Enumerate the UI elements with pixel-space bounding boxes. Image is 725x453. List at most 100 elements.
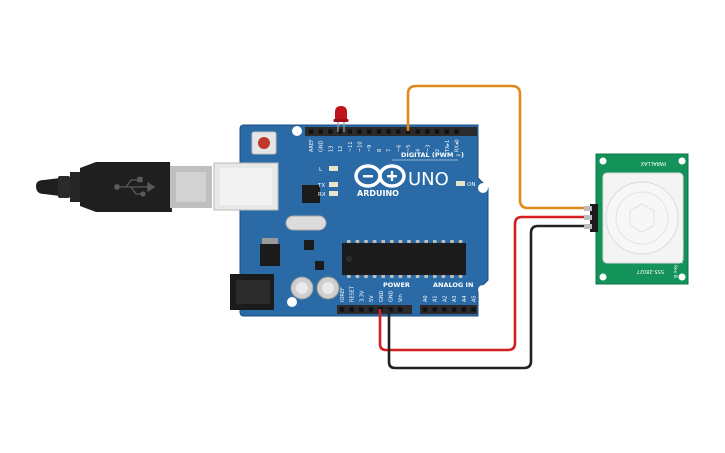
chip-leg: [433, 275, 437, 278]
pin-label: 8: [377, 149, 383, 152]
pin-label: GND: [389, 290, 395, 302]
pin-label: RESET: [350, 285, 356, 302]
header-pin[interactable]: [415, 129, 420, 134]
ground-wire[interactable]: [387, 224, 596, 370]
regulator-tab: [262, 238, 278, 244]
chip-leg: [407, 240, 411, 243]
chip-pins-top: [347, 240, 463, 243]
sensor-mount-hole: [678, 273, 686, 281]
chip-leg: [347, 240, 351, 243]
led-rx: [329, 191, 338, 196]
header-pin[interactable]: [318, 129, 323, 134]
power-wire[interactable]: [378, 215, 596, 352]
header-pin[interactable]: [328, 129, 333, 134]
red-led[interactable]: [333, 106, 349, 132]
header-pin[interactable]: [425, 129, 430, 134]
pin-label: 3.3V: [359, 290, 365, 302]
arduino-logo-icon: [354, 164, 406, 188]
header-pin[interactable]: [388, 307, 393, 312]
header-pin[interactable]: [454, 129, 459, 134]
pin-label: 4: [416, 149, 422, 152]
pin-label: IOREF: [340, 287, 346, 302]
header-pin[interactable]: [405, 129, 411, 134]
led-body: [335, 106, 347, 121]
chip-pins-bottom: [347, 275, 463, 278]
arduino-logo-text: ARDUINO: [357, 189, 399, 198]
header-pin[interactable]: [347, 129, 352, 134]
header-pin[interactable]: [359, 307, 364, 312]
chip-leg: [398, 275, 403, 278]
header-pin[interactable]: [368, 307, 374, 312]
chip-leg: [441, 275, 446, 278]
crystal-oscillator: [285, 215, 327, 231]
header-pin[interactable]: [357, 129, 362, 134]
pin-label: ~10: [358, 141, 364, 152]
header-pin[interactable]: [386, 129, 391, 134]
analog-pins: [422, 307, 476, 312]
header-pin[interactable]: [349, 307, 354, 312]
chip-leg: [364, 240, 368, 243]
sensor-brand: PARALLAX: [640, 160, 666, 166]
header-pin[interactable]: [337, 129, 343, 134]
chip-leg: [390, 275, 394, 278]
header-pin[interactable]: [461, 307, 466, 312]
chip-leg: [381, 275, 385, 278]
power-jack-inner: [236, 280, 270, 304]
chip-leg: [458, 240, 463, 243]
sensor-pin-out: [584, 206, 592, 211]
chip-leg: [364, 275, 368, 278]
chip-leg: [372, 275, 377, 278]
fresnel-lens-dome: [605, 181, 679, 255]
capacitor-top: [322, 282, 334, 294]
header-pin[interactable]: [367, 129, 372, 134]
chip-leg: [407, 275, 411, 278]
pin-label: 13: [328, 146, 334, 152]
reset-button-cap[interactable]: [258, 137, 270, 149]
fresnel-lens-ring: [615, 191, 669, 245]
chip-leg: [458, 275, 463, 278]
pir-sensor[interactable]: PARALLAX 555-28027 PIR Sensor Rev B: [584, 153, 689, 285]
header-pin[interactable]: [432, 307, 437, 312]
header-pin[interactable]: [434, 129, 440, 134]
header-pin[interactable]: [376, 129, 382, 134]
sensor-pin-gnd: [584, 224, 592, 229]
pin-label: AREF: [309, 139, 315, 152]
usb-symbol-icon: [114, 176, 156, 197]
chip-leg: [424, 240, 428, 243]
pin-label: A3: [452, 295, 458, 302]
chip-leg: [450, 240, 454, 243]
header-pin[interactable]: [444, 129, 449, 134]
header-pin[interactable]: [451, 307, 457, 312]
led-rim: [333, 119, 349, 122]
analog-pin-header: [420, 305, 477, 314]
voltage-regulator: [260, 244, 280, 266]
sensor-pin-header: [590, 204, 598, 232]
mounting-hole: [478, 183, 488, 193]
sensor-rev: Rev B: [672, 265, 678, 278]
small-ic: [315, 261, 324, 270]
usb-cable-tail: [36, 178, 60, 196]
header-pin[interactable]: [396, 129, 401, 134]
header-pin[interactable]: [422, 307, 428, 312]
usb-plug-metal-inner: [176, 172, 206, 202]
chip-leg: [355, 240, 360, 243]
header-pin[interactable]: [339, 307, 345, 312]
digital-pin-header: [305, 127, 477, 136]
chip-leg: [415, 240, 420, 243]
chip-leg: [450, 275, 454, 278]
header-pin[interactable]: [398, 307, 403, 312]
chip-leg: [424, 275, 428, 278]
header-pin[interactable]: [308, 129, 314, 134]
digital-header-label: DIGITAL (PWM ~): [401, 151, 464, 159]
signal-wire[interactable]: [406, 84, 596, 210]
pin-label: ~11: [348, 141, 354, 152]
header-pin[interactable]: [471, 307, 476, 312]
usb-strain-relief-ring: [70, 172, 80, 202]
pin-label: A0: [423, 295, 429, 302]
header-pin[interactable]: [442, 307, 447, 312]
chip-leg: [415, 275, 420, 278]
capacitor-top: [296, 282, 308, 294]
